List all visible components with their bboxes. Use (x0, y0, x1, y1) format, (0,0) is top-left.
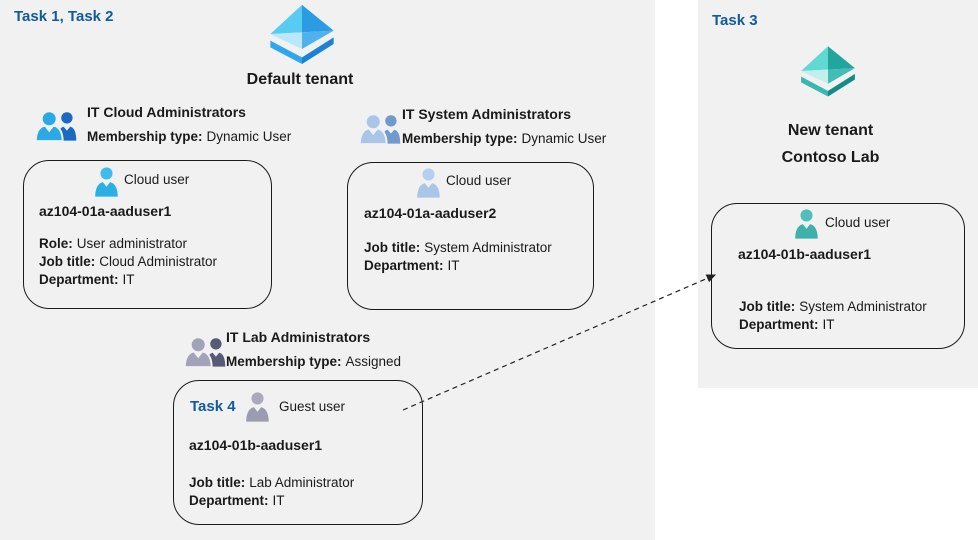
new-tenant-title-line1: New tenant (787, 122, 874, 139)
field-department: Department:IT (739, 317, 835, 332)
group-membership-system-admins: Membership type:Dynamic User (402, 131, 606, 146)
user-card-aaduser1: Cloud user az104-01a-aaduser1 Role:User … (23, 160, 272, 309)
user-fields: Job title:System Administrator Departmen… (739, 298, 927, 334)
group-membership-cloud-admins: Membership type:Dynamic User (87, 129, 291, 144)
membership-type-value: Assigned (345, 354, 402, 369)
person-icon-gray (246, 392, 269, 422)
field-job-title: Job title:System Administrator (364, 240, 552, 255)
username: az104-01b-aaduser1 (738, 246, 872, 262)
default-tenant-panel (0, 0, 655, 540)
new-tenant-title-line2: Contoso Lab (781, 149, 880, 166)
new-tenant-user-card: Cloud user az104-01b-aaduser1 Job title:… (711, 203, 965, 349)
field-job-title: Job title:Lab Administrator (189, 475, 355, 490)
field-job-title: Job title:System Administrator (739, 299, 927, 314)
field-job-title: Job title:Cloud Administrator (39, 254, 218, 269)
person-icon-blue (95, 167, 118, 197)
membership-type-value: Dynamic User (521, 131, 607, 146)
username: az104-01a-aaduser1 (39, 203, 172, 219)
user-type-label: Cloud user (825, 215, 891, 230)
user-card-aaduser2: Cloud user az104-01a-aaduser2 Job title:… (347, 162, 594, 310)
group-title-system-admins: IT System Administrators (402, 106, 572, 122)
user-fields: Job title:System Administrator Departmen… (364, 239, 552, 275)
user-fields: Job title:Lab Administrator Department:I… (189, 474, 354, 510)
guest-user-card: Task 4 Guest user az104-01b-aaduser1 Job… (173, 380, 423, 525)
user-type-label: Cloud user (124, 172, 190, 187)
membership-type-label: Membership type: (402, 131, 518, 146)
membership-type-label: Membership type: (87, 129, 203, 144)
user-type-label: Cloud user (446, 173, 512, 188)
field-role: Role:User administrator (39, 236, 188, 251)
task-1-2-label: Task 1, Task 2 (14, 8, 114, 25)
membership-type-value: Dynamic User (206, 129, 292, 144)
username: az104-01b-aaduser1 (189, 437, 323, 453)
task-4-label: Task 4 (190, 398, 236, 415)
field-department: Department:IT (39, 272, 135, 287)
default-tenant-title: Default tenant (246, 71, 354, 88)
azure-ad-tenant-icon-teal (801, 46, 855, 97)
username: az104-01a-aaduser2 (364, 205, 497, 221)
azure-ad-tenant-icon-blue (270, 4, 334, 64)
field-department: Department:IT (364, 258, 460, 273)
group-users-icon-steelblue (358, 113, 401, 145)
group-users-icon-gray (183, 336, 226, 368)
task-3-label: Task 3 (712, 12, 758, 29)
person-icon-steelblue (417, 168, 440, 198)
group-users-icon-blue (34, 110, 77, 142)
person-icon-teal (795, 209, 818, 239)
group-title-cloud-admins: IT Cloud Administrators (87, 104, 246, 120)
group-title-lab-admins: IT Lab Administrators (226, 329, 371, 345)
group-membership-lab-admins: Membership type:Assigned (226, 354, 401, 369)
user-type-label: Guest user (279, 399, 346, 414)
field-department: Department:IT (189, 493, 285, 508)
membership-type-label: Membership type: (226, 354, 342, 369)
user-fields: Role:User administrator Job title:Cloud … (39, 235, 217, 289)
